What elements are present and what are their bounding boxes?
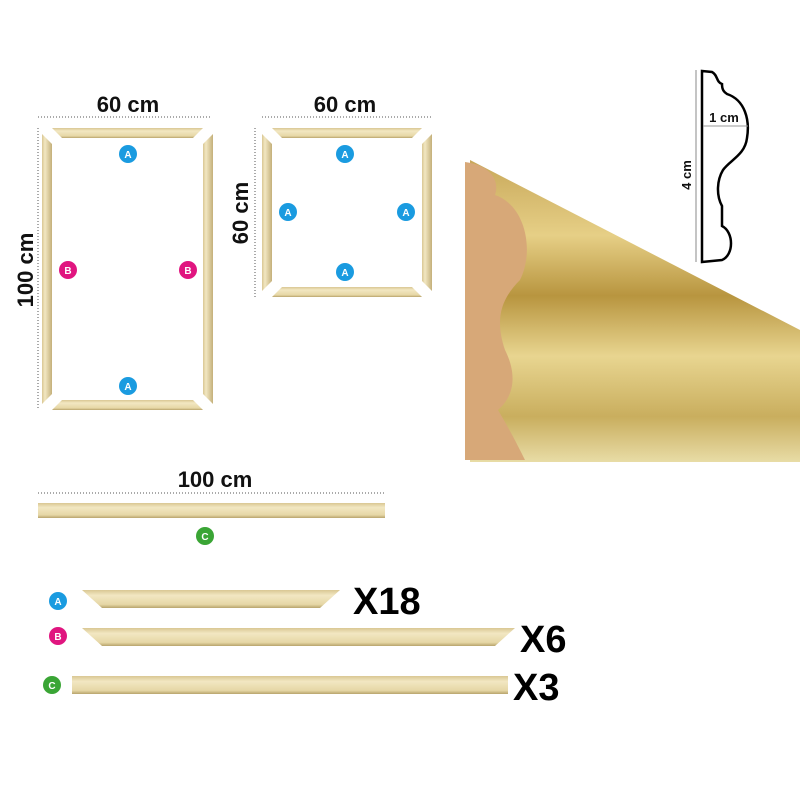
frame-piece-top [52,128,203,138]
svg-text:A: A [54,597,61,608]
svg-text:A: A [124,150,131,161]
quantity-label: X6 [520,619,566,661]
svg-text:A: A [284,208,291,219]
piece-c [72,676,508,694]
svg-text:B: B [64,266,71,277]
frame-piece-bottom [272,287,422,297]
height-label: 4 cm [679,160,694,190]
svg-text:A: A [341,150,348,161]
piece-a [82,590,340,608]
width-label: 60 cm [97,92,159,117]
badge-a: A [336,263,354,281]
badge-a: A [119,145,137,163]
straight-piece: 100 cm C [38,467,385,545]
profile-cross-section: 1 cm 4 cm [679,69,749,264]
end-grain [465,162,527,460]
height-label: 60 cm [228,182,253,244]
piece-c [38,503,385,518]
svg-text:B: B [54,632,61,643]
svg-text:C: C [201,532,208,543]
rectangular-frame: 60 cm 100 cm A B B A [13,92,213,410]
length-label: 100 cm [178,467,253,492]
quantity-label: X18 [353,581,421,623]
legend-row-c: C X3 [43,667,559,709]
frame-piece-right [422,134,432,291]
svg-text:C: C [48,681,55,692]
badge-b [49,627,67,645]
legend-row-b: B X6 [49,619,566,661]
frame-piece-right [203,134,213,404]
badge-c [43,676,61,694]
badge-a: A [397,203,415,221]
svg-text:B: B [184,266,191,277]
width-label: 60 cm [314,92,376,117]
badge-a: A [336,145,354,163]
piece-b [82,628,515,646]
legend-row-a: A X18 [49,581,421,623]
badge-b: B [179,261,197,279]
badge-a [49,592,67,610]
height-label: 100 cm [13,233,38,308]
frame-piece-top [272,128,422,138]
frame-piece-left [262,134,272,291]
badge-b: B [59,261,77,279]
badge-a: A [279,203,297,221]
frame-piece-left [42,134,52,404]
molding-closeup-image [465,160,800,462]
depth-label: 1 cm [709,110,739,125]
quantity-label: X3 [513,667,559,709]
svg-text:A: A [341,268,348,279]
badge-c: C [196,527,214,545]
svg-text:A: A [402,208,409,219]
svg-text:A: A [124,382,131,393]
square-frame: 60 cm 60 cm A A A A [228,92,432,297]
frame-piece-bottom [52,400,203,410]
badge-a: A [119,377,137,395]
